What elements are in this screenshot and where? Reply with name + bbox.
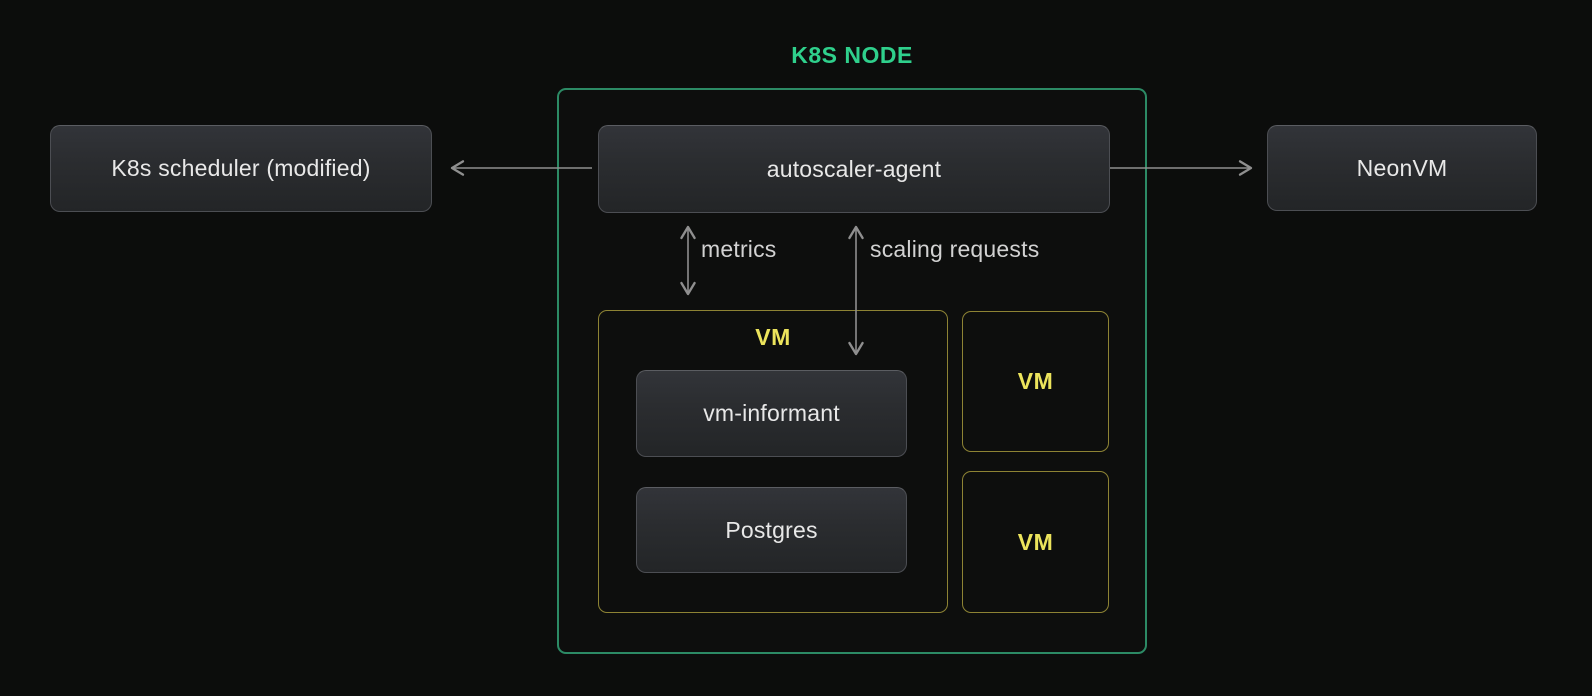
metrics-edge-label: metrics <box>701 236 777 262</box>
vm-box-1: VM <box>962 311 1109 452</box>
node-neonvm-label: NeonVM <box>1356 154 1448 181</box>
vm-group-box: VM vm-informant Postgres <box>598 310 948 613</box>
node-autoscaler-agent-label: autoscaler-agent <box>766 155 942 182</box>
k8s-node-title: K8S NODE <box>791 42 913 68</box>
vm-box-2: VM <box>962 471 1109 613</box>
node-vm-informant: vm-informant <box>636 370 907 457</box>
k8s-node-boundary: autoscaler-agent metrics scaling request… <box>557 88 1147 654</box>
node-k8s-scheduler: K8s scheduler (modified) <box>50 125 432 212</box>
node-postgres: Postgres <box>636 487 907 573</box>
node-autoscaler-agent: autoscaler-agent <box>598 125 1110 213</box>
node-postgres-label: Postgres <box>725 516 818 543</box>
node-vm-informant-label: vm-informant <box>703 400 840 426</box>
vm-box-2-label: VM <box>1017 528 1054 555</box>
vm-group-title: VM <box>755 324 791 350</box>
vm-box-1-label: VM <box>1017 368 1054 394</box>
node-neonvm: NeonVM <box>1267 125 1537 211</box>
scaling-requests-edge-label: scaling requests <box>870 236 1040 262</box>
node-k8s-scheduler-label: K8s scheduler (modified) <box>111 155 371 181</box>
